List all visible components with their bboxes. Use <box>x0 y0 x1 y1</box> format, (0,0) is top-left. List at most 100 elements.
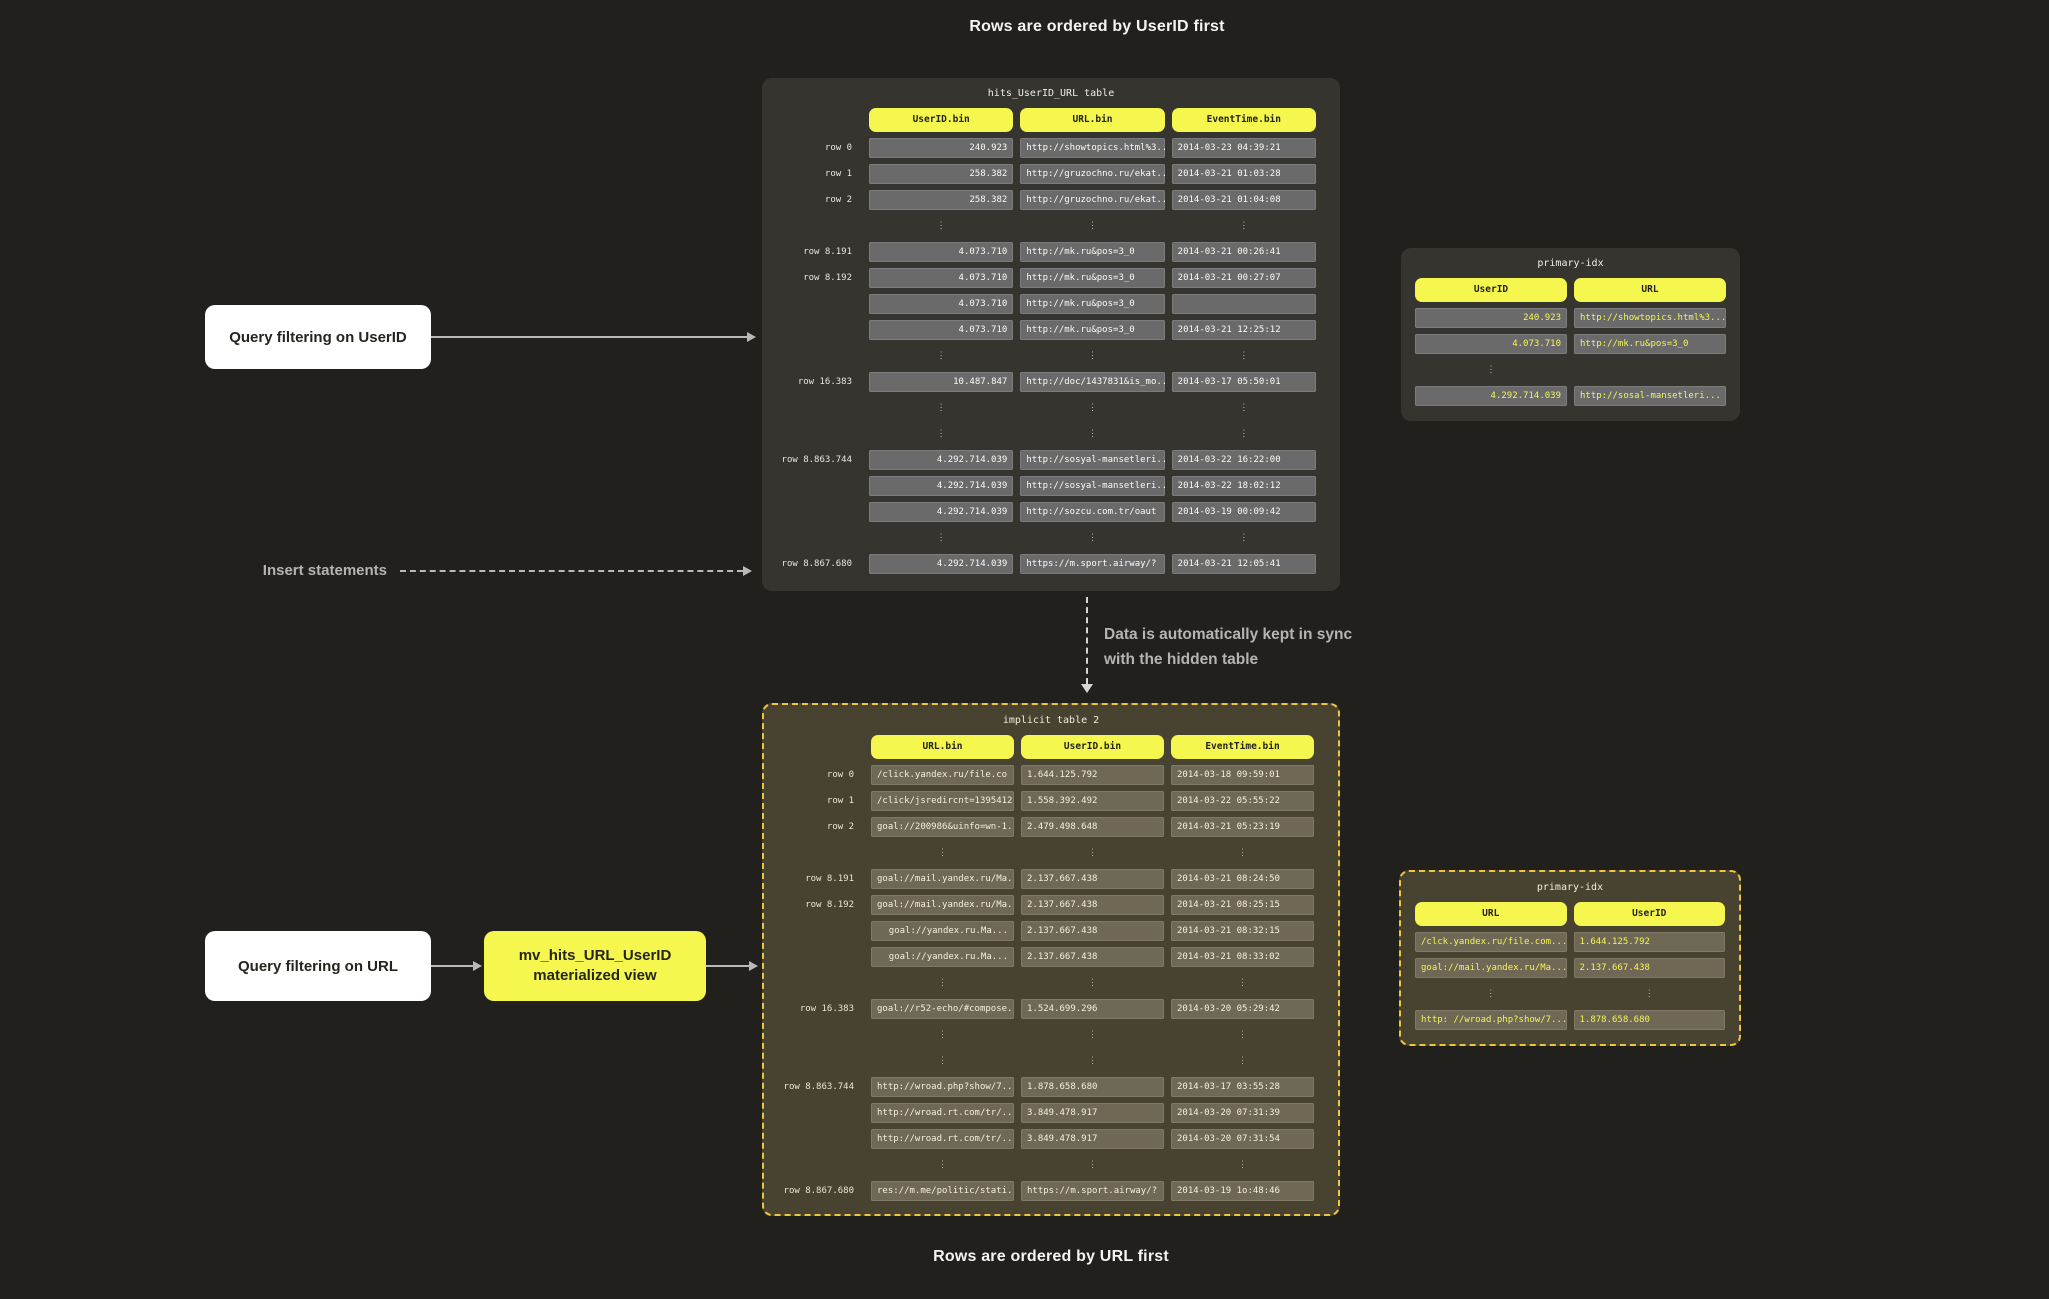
table-cell: 2014-03-21 08:33:02 <box>1171 947 1314 967</box>
column-header: UserID <box>1573 902 1725 926</box>
ellipsis-cell: ⋮ <box>1644 989 1654 999</box>
table-cell: http://gruzochno.ru/ekat... <box>1020 190 1165 210</box>
table-cell: http://sozcu.com.tr/oaut <box>1020 502 1165 522</box>
primary-idx-userid-title: primary-idx <box>1537 258 1604 269</box>
ellipsis-cell: ⋮ <box>1238 848 1247 858</box>
row-label: row 8.192 <box>805 900 854 910</box>
table-cell: 4.073.710 <box>869 294 1014 314</box>
table-cell: http://mk.ru&pos=3_0 <box>1020 242 1165 262</box>
table-cell: goal://r52-echo/#compose... <box>871 999 1014 1019</box>
table-cell: 240.923 <box>1415 308 1567 328</box>
table-cell <box>1171 294 1316 314</box>
table-cell: 2.137.667.438 <box>1573 958 1725 978</box>
row-label <box>766 216 862 236</box>
row-label: row 0 <box>824 143 852 153</box>
table-cell: goal://200986&uinfo=wn-1... <box>871 817 1014 837</box>
table-cell: 2014-03-21 01:04:08 <box>1171 190 1316 210</box>
table-cell: goal://mail.yandex.ru/Ma... <box>871 869 1014 889</box>
ellipsis-cell: ⋮ <box>936 533 946 543</box>
table-cell: goal://yandex.ru.Ma... <box>871 947 1014 967</box>
table-cell: 2014-03-21 08:32:15 <box>1171 921 1314 941</box>
table-cell: 3.849.478.917 <box>1021 1129 1164 1149</box>
row-label: row 2 <box>824 195 852 205</box>
query-userid-arrow-head <box>747 332 756 342</box>
row-label-spacer <box>766 108 862 132</box>
table-cell: goal://mail.yandex.ru/Ma... <box>1415 958 1567 978</box>
row-label <box>768 1051 864 1071</box>
ellipsis-cell: ⋮ <box>938 1030 947 1040</box>
table-cell: 2014-03-21 12:25:12 <box>1171 320 1316 340</box>
column-header: URL.bin <box>1020 108 1165 132</box>
table-cell: 1.878.658.680 <box>1573 1010 1725 1030</box>
row-label <box>768 1025 864 1045</box>
sync-note-line1: Data is automatically kept in sync <box>1104 626 1353 643</box>
row-label: row 16.383 <box>797 377 852 387</box>
column-header: URL <box>1574 278 1726 302</box>
table-cell: 2014-03-17 03:55:28 <box>1171 1077 1314 1097</box>
row-label: row 8.191 <box>805 874 854 884</box>
ellipsis-cell: ⋮ <box>936 403 946 413</box>
column-header: UserID.bin <box>1021 735 1164 759</box>
ellipsis-cell: ⋮ <box>938 848 947 858</box>
mv-arrow-head <box>749 961 758 971</box>
table-cell: goal://mail.yandex.ru/Ma... <box>871 895 1014 915</box>
row-label <box>768 843 864 863</box>
table-cell: 2014-03-21 00:26:41 <box>1171 242 1316 262</box>
row-label: row 0 <box>826 770 854 780</box>
table-cell: http://mk.ru&pos=3_0 <box>1020 294 1165 314</box>
table-cell: 2014-03-21 08:25:15 <box>1171 895 1314 915</box>
table-cell: 3.849.478.917 <box>1021 1103 1164 1123</box>
column-header: URL <box>1415 902 1567 926</box>
table-cell: 1.644.125.792 <box>1021 765 1164 785</box>
table-cell: 2014-03-20 07:31:54 <box>1171 1129 1314 1149</box>
ellipsis-cell: ⋮ <box>1087 533 1097 543</box>
table-cell: 2014-03-21 05:23:19 <box>1171 817 1314 837</box>
table-cell: 1.524.699.296 <box>1021 999 1164 1019</box>
row-label: row 8.867.680 <box>781 559 852 569</box>
row-label <box>768 973 864 993</box>
column-header: EventTime.bin <box>1171 108 1316 132</box>
table-cell: http://doc/1437831&is_mo... <box>1020 372 1165 392</box>
table-cell: https://m.sport.airway/? <box>1020 554 1165 574</box>
table-cell: 1.558.392.492 <box>1021 791 1164 811</box>
table-cell: 4.292.714.039 <box>869 450 1014 470</box>
ellipsis-cell: ⋮ <box>936 351 946 361</box>
materialized-view-name: mv_hits_URL_UserID <box>518 947 672 964</box>
table-cell: 2014-03-20 05:29:42 <box>1171 999 1314 1019</box>
row-label: row 8.192 <box>803 273 852 283</box>
table-cell: 240.923 <box>869 138 1014 158</box>
row-label: row 8.863.744 <box>783 1082 854 1092</box>
table-cell: 2014-03-23 04:39:21 <box>1171 138 1316 158</box>
table-cell: 4.073.710 <box>869 320 1014 340</box>
sync-note-line2: with the hidden table <box>1104 651 1259 668</box>
table-cell: goal://yandex.ru.Ma... <box>871 921 1014 941</box>
column-header: UserID <box>1415 278 1567 302</box>
table-cell: 2014-03-21 08:24:50 <box>1171 869 1314 889</box>
column-header: UserID.bin <box>869 108 1014 132</box>
hits-table-title: hits_UserID_URL table <box>987 88 1115 99</box>
ellipsis-cell: ⋮ <box>1238 1056 1247 1066</box>
table-cell: http://sosal-mansetleri... <box>1574 386 1726 406</box>
table-cell: 2.137.667.438 <box>1021 869 1164 889</box>
sync-arrow-line <box>1086 597 1088 684</box>
column-header: EventTime.bin <box>1171 735 1314 759</box>
ellipsis-cell: ⋮ <box>1239 351 1249 361</box>
insert-statements-arrow-line <box>400 570 743 572</box>
table-cell: http://wroad.php?show/7... <box>871 1077 1014 1097</box>
insert-statements-label: Insert statements <box>262 562 387 579</box>
row-label <box>768 947 864 967</box>
ellipsis-cell: ⋮ <box>1088 1056 1097 1066</box>
query-filtering-url-label: Query filtering on URL <box>237 957 398 975</box>
row-label <box>766 320 862 340</box>
table-cell: http://gruzochno.ru/ekat... <box>1020 164 1165 184</box>
table-cell: http://showtopics.html%3... <box>1020 138 1165 158</box>
table-cell: 2.479.498.648 <box>1021 817 1164 837</box>
ellipsis-cell: ⋮ <box>938 1056 947 1066</box>
insert-statements-arrow-head <box>743 566 752 576</box>
table-cell: 4.292.714.039 <box>869 554 1014 574</box>
materialized-view-box: mv_hits_URL_UserID materialized view <box>484 931 706 1001</box>
row-label <box>766 294 862 314</box>
sync-arrow-head <box>1081 684 1093 693</box>
